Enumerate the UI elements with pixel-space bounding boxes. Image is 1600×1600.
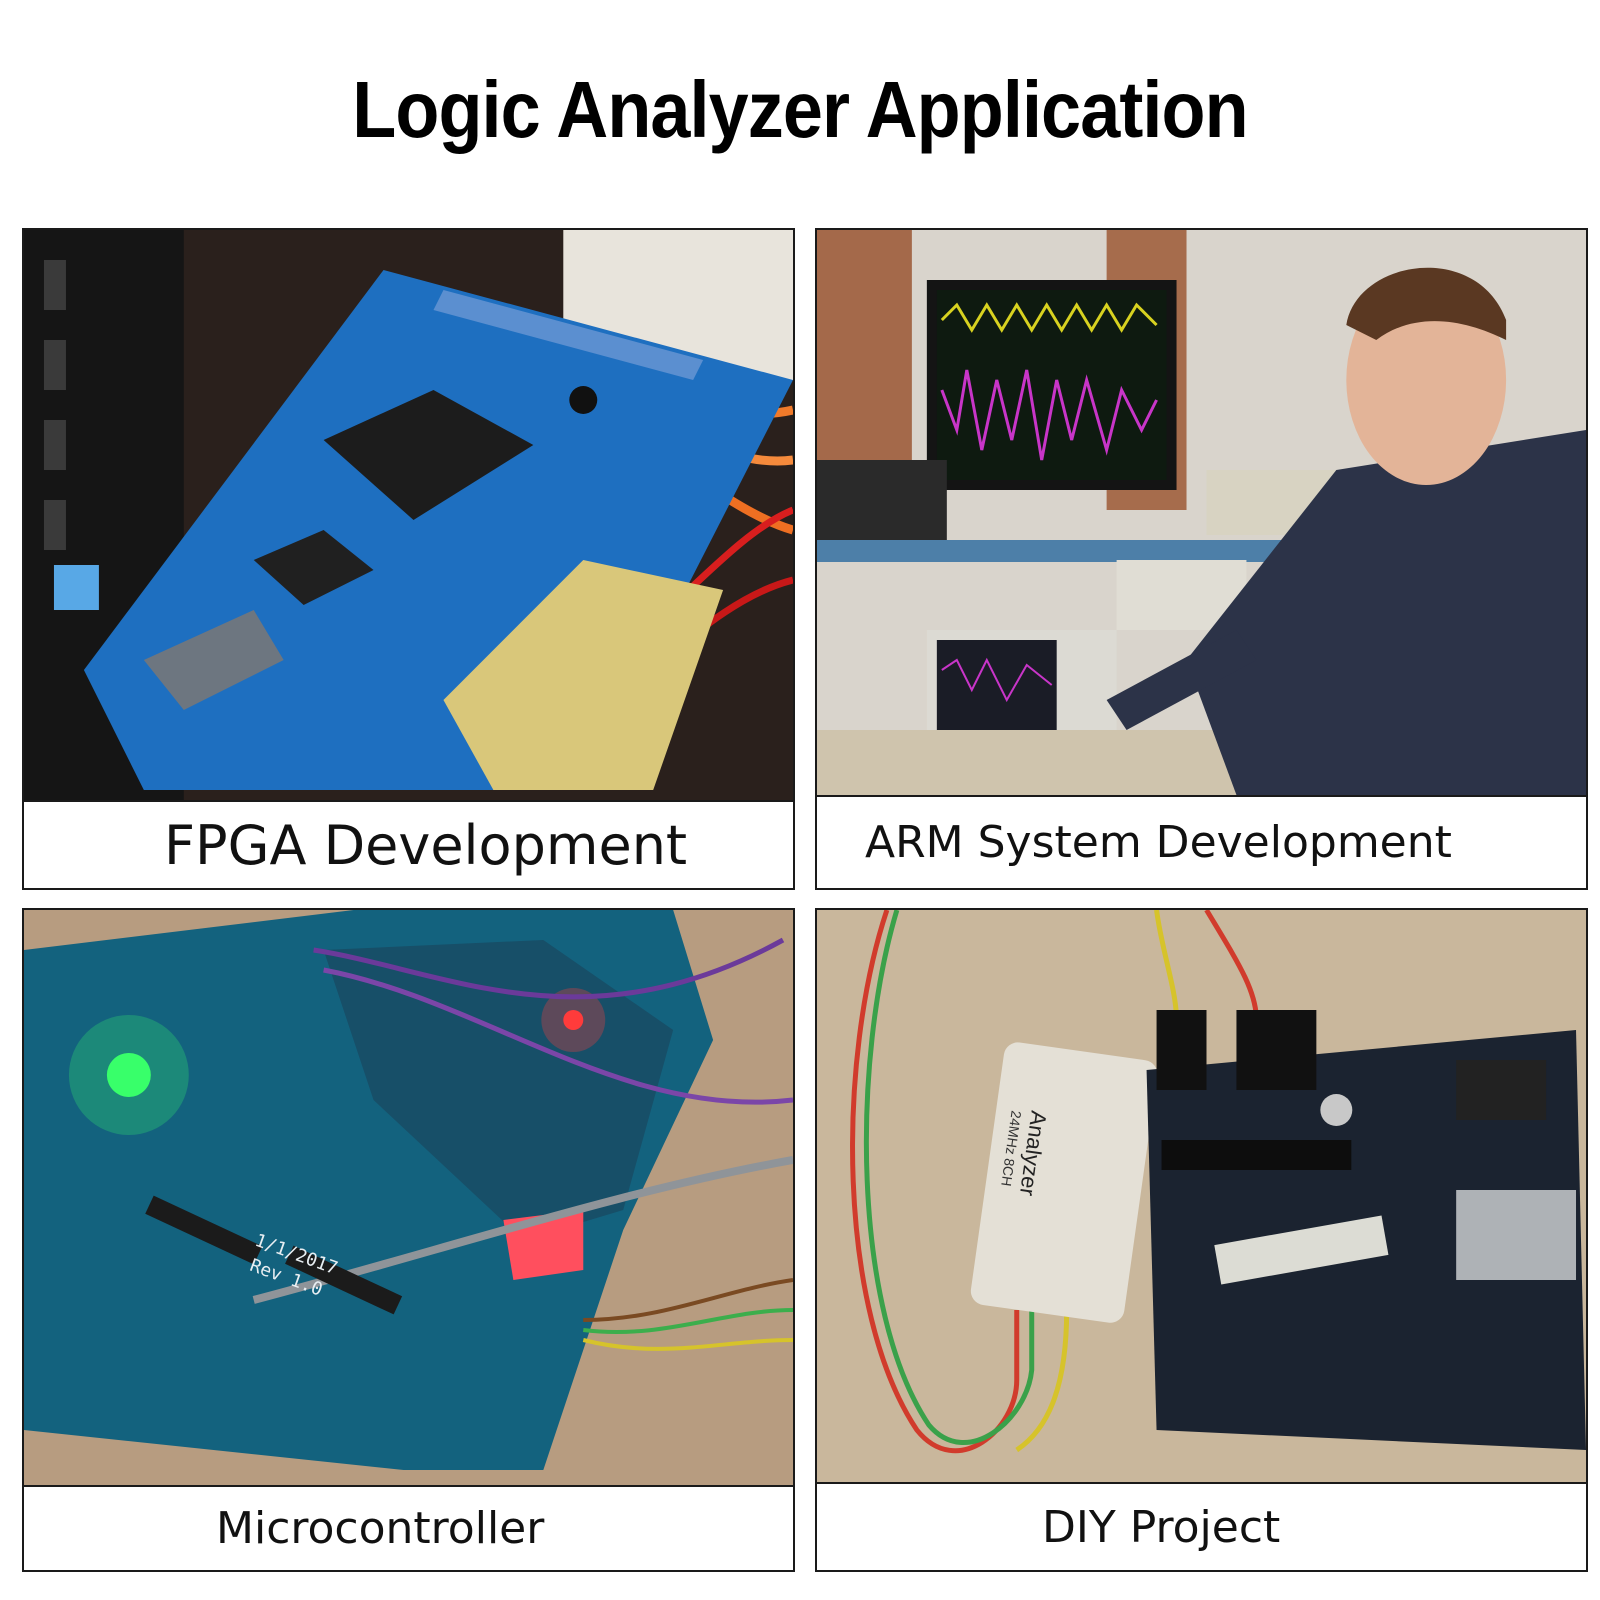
panel-caption: DIY Project	[1042, 1501, 1281, 1553]
panel-caption: FPGA Development	[164, 813, 688, 877]
panel-caption: ARM System Development	[865, 817, 1452, 868]
panel-caption: Microcontroller	[216, 1503, 545, 1554]
fpga-board-photo	[24, 230, 793, 802]
panel-fpga-development: FPGA Development	[22, 228, 795, 890]
page-title: Logic Analyzer Application	[352, 65, 1248, 154]
panel-diy-project: Analyzer 24MHz 8CH DIY Project	[815, 908, 1588, 1572]
lab-engineer-oscilloscope-photo	[817, 230, 1586, 797]
microcontroller-board-photo: 1/1/2017 Rev 1.0	[24, 910, 793, 1487]
arduino-logic-analyzer-photo: Analyzer 24MHz 8CH	[817, 910, 1586, 1484]
panel-microcontroller: 1/1/2017 Rev 1.0 Microcontroller	[22, 908, 795, 1572]
panel-arm-system-development: ARM System Development	[815, 228, 1588, 890]
